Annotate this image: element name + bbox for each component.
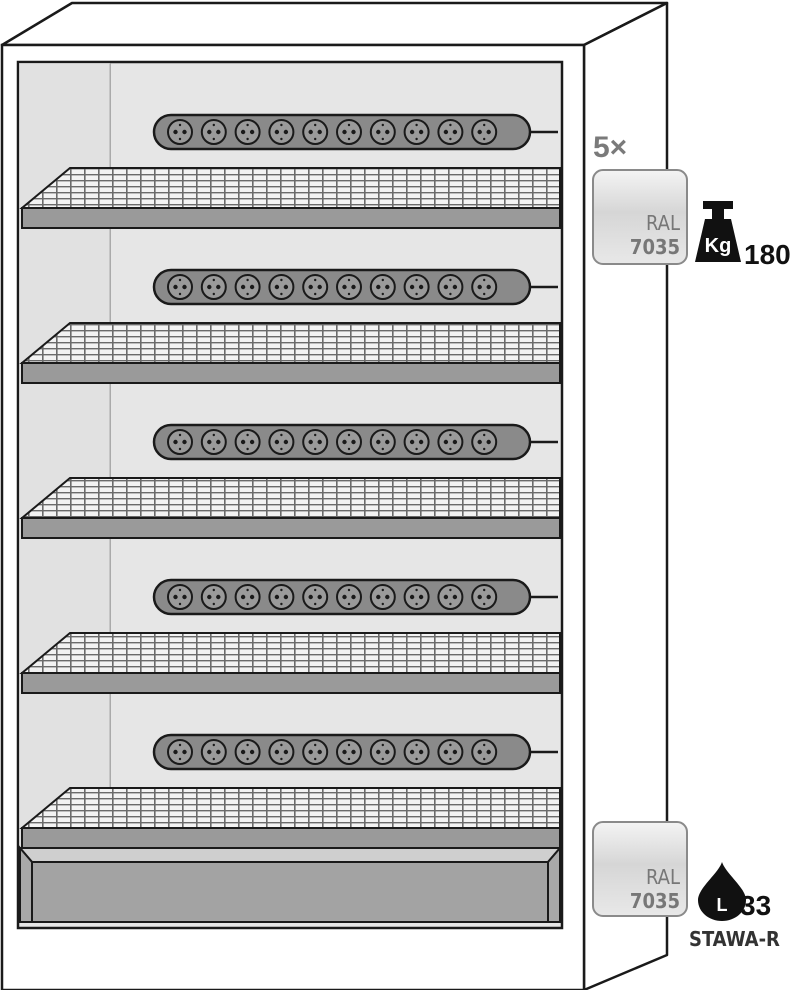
socket: [167, 119, 193, 145]
socket: [403, 429, 430, 455]
sump-volume-value: 33: [740, 890, 771, 921]
socket: [234, 739, 261, 765]
socket: [369, 429, 396, 455]
shelf: [19, 787, 561, 849]
socket-strip: [152, 268, 558, 306]
socket: [302, 584, 329, 610]
socket: [403, 739, 430, 765]
socket: [302, 739, 329, 765]
weight-icon-text: Kg: [705, 235, 732, 257]
weight-icon: Kg: [695, 201, 741, 262]
socket: [437, 739, 464, 765]
socket: [403, 584, 430, 610]
socket-strip: [152, 423, 558, 461]
socket: [302, 274, 329, 300]
socket: [471, 274, 498, 300]
socket: [336, 119, 362, 145]
socket: [437, 119, 464, 145]
socket: [403, 274, 430, 300]
socket: [167, 274, 193, 300]
socket-strips: [152, 113, 558, 771]
socket: [302, 429, 329, 455]
socket: [471, 739, 498, 765]
socket: [200, 584, 227, 610]
drop-icon: L: [698, 862, 746, 921]
ral-swatch-bottom: RAL 7035: [592, 821, 688, 917]
socket: [268, 429, 295, 455]
socket: [268, 739, 295, 765]
sump-type-label: STAWA-R: [689, 927, 780, 951]
socket: [437, 429, 464, 455]
ral-code-bottom: 7035: [630, 889, 680, 913]
socket: [471, 119, 498, 145]
socket: [403, 119, 430, 145]
shelf: [19, 477, 561, 539]
socket: [336, 584, 362, 610]
socket: [200, 429, 227, 455]
socket: [234, 274, 261, 300]
socket: [336, 274, 362, 300]
socket: [200, 274, 227, 300]
drop-icon-text: L: [717, 895, 728, 915]
socket: [268, 274, 295, 300]
ral-label-bottom: RAL: [646, 865, 680, 889]
shelf: [19, 167, 561, 229]
socket: [234, 119, 261, 145]
socket-strip: [152, 733, 558, 771]
bottom-sump: [17, 845, 563, 923]
socket: [167, 739, 193, 765]
ral-swatch-top: RAL 7035: [592, 169, 688, 265]
socket: [200, 119, 227, 145]
socket: [369, 119, 396, 145]
socket: [369, 739, 396, 765]
socket: [336, 739, 362, 765]
socket: [437, 584, 464, 610]
socket: [302, 119, 329, 145]
ral-code-top: 7035: [630, 235, 680, 259]
socket-strip: [152, 578, 558, 616]
socket: [200, 739, 227, 765]
socket: [471, 429, 498, 455]
socket: [471, 584, 498, 610]
socket: [437, 274, 464, 300]
shelves: [19, 167, 561, 849]
socket: [167, 584, 193, 610]
socket: [167, 429, 193, 455]
shelf-count-label: 5×: [593, 131, 627, 164]
socket: [268, 119, 295, 145]
shelf: [19, 322, 561, 384]
socket-strip: [152, 113, 558, 151]
socket: [268, 584, 295, 610]
socket: [234, 429, 261, 455]
max-load-value: 180: [744, 239, 791, 270]
socket: [369, 584, 396, 610]
socket: [234, 584, 261, 610]
shelf: [19, 632, 561, 694]
socket: [336, 429, 362, 455]
ral-label-top: RAL: [646, 211, 680, 235]
socket: [369, 274, 396, 300]
